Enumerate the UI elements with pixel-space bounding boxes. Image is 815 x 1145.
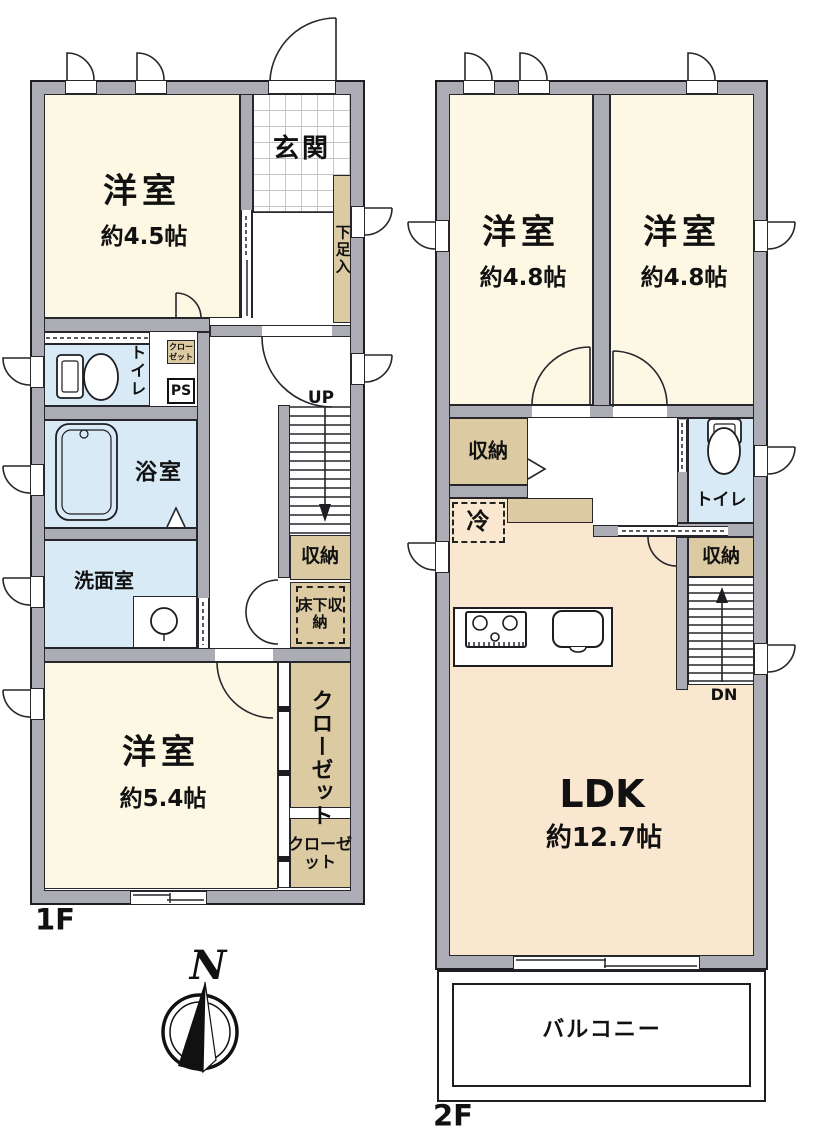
door-opening-room54 xyxy=(215,648,273,662)
stair-side-wall xyxy=(278,405,290,578)
toilet-1f-label: トイレ xyxy=(127,344,147,398)
wall xyxy=(593,94,610,407)
genkan-entrance xyxy=(253,94,351,213)
window xyxy=(351,353,365,385)
floor1-label: 1F xyxy=(35,902,75,937)
closet-side-room54 xyxy=(290,662,351,808)
refrigerator-space xyxy=(452,502,505,543)
bath-label: 浴室 xyxy=(134,460,184,486)
sliding-door-washroom xyxy=(198,598,209,648)
storage-stairs-2f xyxy=(688,537,754,577)
shoe-cabinet-label: 下足入 xyxy=(333,224,352,276)
door-opening-room-right xyxy=(613,405,667,418)
window xyxy=(30,464,44,496)
closet-small-box xyxy=(167,340,195,364)
room-western-5-4 xyxy=(44,662,278,889)
door-opening-room-left xyxy=(532,405,590,418)
closet-bottom-room54 xyxy=(290,818,351,888)
underfloor-storage-area xyxy=(290,582,351,648)
pipe-space-label: PS xyxy=(170,382,192,399)
closet-small-label: クローゼット xyxy=(169,342,193,361)
storage-hall-2f xyxy=(449,418,528,485)
window xyxy=(30,576,44,608)
window-sliding xyxy=(130,891,207,905)
stairs-up-label: UP xyxy=(307,388,335,409)
window xyxy=(135,80,167,94)
window xyxy=(686,80,718,94)
closet-side-label: クローゼット xyxy=(307,689,333,827)
window xyxy=(754,220,768,252)
compass-north-label: N xyxy=(189,942,227,989)
sliding-door-toilet-2f xyxy=(678,420,687,472)
stair-side-wall-2f xyxy=(676,537,688,690)
wall xyxy=(44,318,210,332)
window xyxy=(351,206,365,238)
room54-label: 洋室 xyxy=(122,732,200,773)
floor2-label: 2F xyxy=(433,1098,473,1133)
compass-icon xyxy=(161,981,239,1074)
room45-label: 洋室 xyxy=(103,171,181,212)
genkan-label: 玄関 xyxy=(272,134,332,165)
door-opening-hall xyxy=(262,325,332,337)
washstand-box xyxy=(133,596,197,648)
window xyxy=(463,80,495,94)
toilet-2f-label: トイレ xyxy=(695,490,747,511)
toilet-shelf xyxy=(44,332,150,344)
window xyxy=(30,356,44,388)
wall xyxy=(44,528,197,540)
wall xyxy=(44,406,210,420)
storage-stairs-2f-label: 収納 xyxy=(701,545,741,568)
room48-right-area: 約4.8帖 xyxy=(640,264,728,291)
window xyxy=(754,643,768,675)
storage-under-stairs xyxy=(290,535,351,580)
stairs-down-label: DN xyxy=(710,684,738,704)
room-western-4-5 xyxy=(44,94,240,318)
shoe-cabinet xyxy=(333,175,351,323)
window xyxy=(65,80,97,94)
pipe-space-box xyxy=(167,378,195,404)
wall xyxy=(44,648,351,662)
window xyxy=(518,80,550,94)
kitchen-island xyxy=(453,607,613,667)
window xyxy=(435,220,449,252)
room45-area: 約4.5帖 xyxy=(100,223,188,250)
stairs-2f-area xyxy=(688,577,754,685)
room48-left-area: 約4.8帖 xyxy=(479,264,567,291)
wall xyxy=(449,405,754,418)
closet-bottom-label: クローゼット xyxy=(288,834,353,872)
storage-hall-2f-label: 収納 xyxy=(468,438,508,463)
hall-2f xyxy=(593,418,677,527)
window xyxy=(30,688,44,720)
storage-1f-label: 収納 xyxy=(300,545,340,568)
room48-left-label: 洋室 xyxy=(482,212,560,253)
room48-right-label: 洋室 xyxy=(643,212,721,253)
window xyxy=(754,445,768,477)
window-sliding-balcony xyxy=(513,956,700,970)
ldk-area: 約12.7帖 xyxy=(545,823,663,854)
balcony-inner xyxy=(452,983,751,1087)
window xyxy=(435,541,449,573)
room54-area: 約5.4帖 xyxy=(119,785,207,812)
underfloor-storage-label: 床下収納 xyxy=(297,595,343,631)
fridge-label: 冷 xyxy=(466,508,490,535)
kitchen-cabinet xyxy=(507,498,593,523)
entrance-door-opening xyxy=(268,80,336,94)
wall xyxy=(449,485,528,498)
sliding-opening-ldk xyxy=(618,526,728,536)
balcony-label: バルコニー xyxy=(542,1017,662,1043)
sliding-door-room45 xyxy=(241,210,252,318)
underfloor-storage-hatch xyxy=(296,586,345,644)
ldk-label: LDK xyxy=(559,772,645,817)
washroom-label: 洗面室 xyxy=(74,568,134,593)
